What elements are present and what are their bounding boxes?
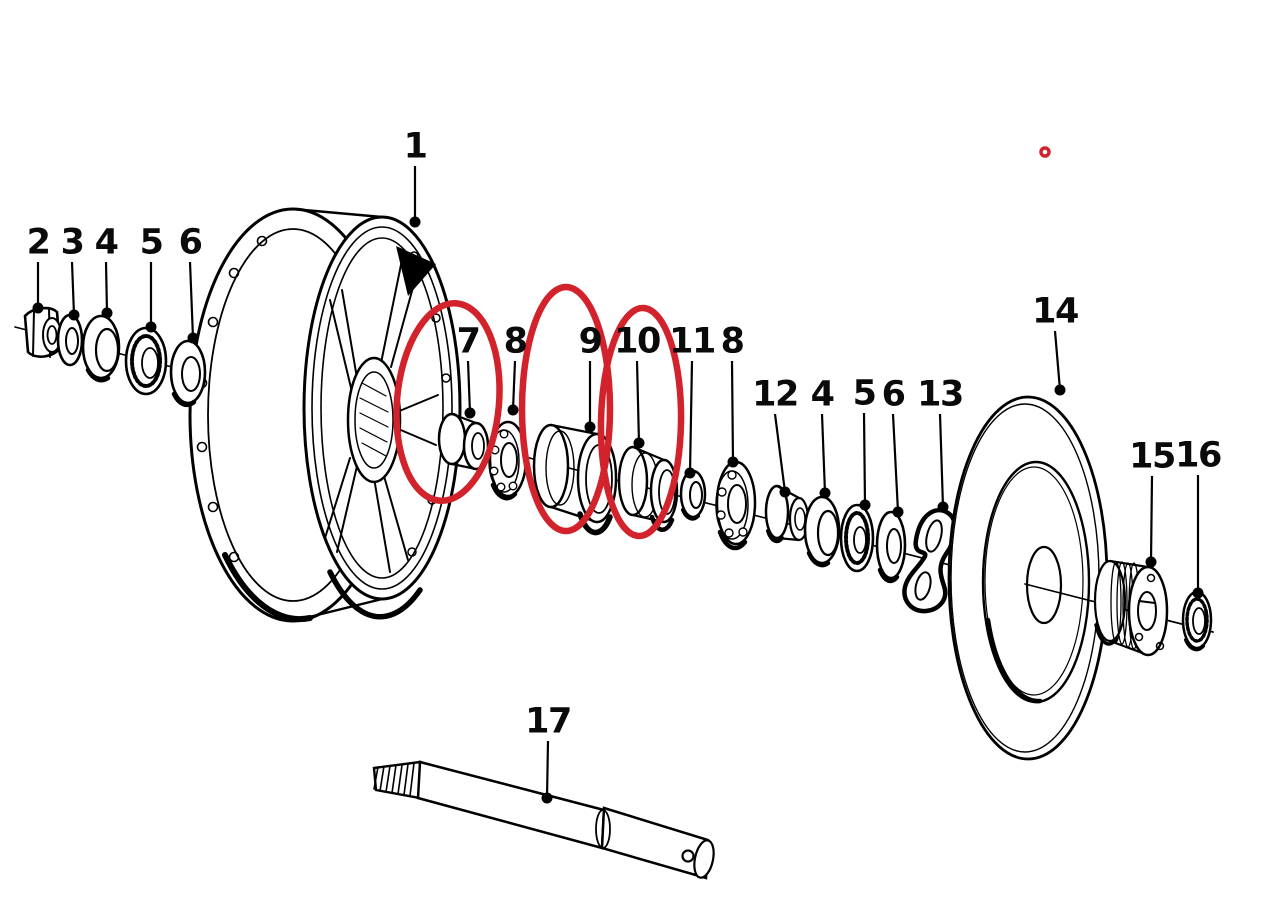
part-label-13: 13 — [917, 374, 964, 415]
leader-dot-4 — [819, 487, 831, 499]
leader-dot-4 — [101, 307, 113, 319]
part-label-8: 8 — [503, 321, 528, 362]
part-label-4: 4 — [94, 222, 119, 263]
leader-dot-17 — [541, 792, 553, 804]
part-label-11: 11 — [669, 321, 716, 362]
part-label-17: 17 — [525, 701, 572, 742]
part-label-6: 6 — [178, 222, 203, 263]
leader-line-4 — [820, 413, 827, 494]
leader-dot-14 — [1054, 384, 1066, 396]
highlight-ellipse-3 — [597, 304, 685, 540]
leader-line-11 — [688, 360, 694, 474]
part-label-16: 16 — [1175, 435, 1222, 476]
leader-line-7 — [466, 360, 472, 414]
wheel-hub-drawing — [188, 207, 462, 623]
leader-line-6 — [188, 261, 195, 339]
part-label-15: 15 — [1129, 436, 1176, 477]
leader-dot-13 — [937, 501, 949, 513]
leader-dot-7 — [464, 407, 476, 419]
part-label-4: 4 — [810, 374, 835, 415]
lock-washer-5-drawing — [124, 326, 168, 396]
leader-dot-5 — [145, 321, 157, 333]
leader-line-4 — [104, 261, 109, 314]
washer-6b-drawing — [875, 510, 907, 584]
leader-dot-15 — [1145, 556, 1157, 568]
leader-dot-12 — [779, 486, 791, 498]
axle-shaft-17-drawing — [372, 760, 715, 880]
leader-dot-10 — [633, 437, 645, 449]
leader-line-8 — [730, 360, 735, 463]
highlight-ellipse-2 — [518, 283, 614, 535]
washer-6-drawing — [169, 339, 207, 408]
leader-line-14 — [1053, 330, 1062, 391]
leader-dot-8 — [507, 404, 519, 416]
ring-4b-drawing — [803, 495, 841, 568]
part-label-9: 9 — [578, 321, 603, 362]
leader-line-17 — [545, 740, 550, 799]
leader-line-8 — [511, 360, 517, 411]
part-label-3: 3 — [60, 222, 85, 263]
leader-line-13 — [938, 413, 945, 508]
callout-layer — [32, 166, 1204, 804]
part-label-10: 10 — [614, 321, 661, 362]
part-label-12: 12 — [752, 374, 799, 415]
leader-line-10 — [635, 360, 641, 444]
leader-dot-11 — [684, 467, 696, 479]
leader-line-6 — [891, 413, 900, 513]
splined-nut-16-drawing — [1181, 590, 1213, 652]
part-label-5: 5 — [852, 373, 877, 414]
bushing-7-drawing — [437, 412, 490, 471]
part-label-8: 8 — [720, 321, 745, 362]
leader-dot-6 — [187, 332, 199, 344]
part-label-5: 5 — [139, 222, 164, 263]
leader-dot-16 — [1192, 587, 1204, 599]
tab-washer-13-drawing — [902, 507, 958, 614]
leader-dot-5 — [859, 499, 871, 511]
part-label-1: 1 — [403, 126, 428, 167]
leader-line-15 — [1149, 475, 1154, 563]
leader-dot-1 — [409, 216, 421, 228]
leader-line-12 — [773, 413, 787, 493]
red-dot-marker — [1039, 146, 1051, 158]
ring-4-drawing — [81, 314, 121, 383]
spacer-12-drawing — [764, 484, 810, 544]
leader-dot-6 — [892, 506, 904, 518]
leader-line-3 — [70, 261, 76, 316]
part-label-14: 14 — [1032, 291, 1079, 332]
part-label-2: 2 — [26, 222, 51, 263]
highlight-ellipse-1 — [393, 300, 503, 504]
leader-dot-9 — [584, 421, 596, 433]
leader-dot-2 — [32, 302, 44, 314]
leader-dot-8 — [727, 456, 739, 468]
leader-dot-3 — [68, 309, 80, 321]
part-label-6: 6 — [881, 374, 906, 415]
part-label-7: 7 — [456, 321, 481, 362]
spacer-sleeve-10-drawing — [617, 445, 679, 532]
hex-nut-drawing — [23, 306, 62, 358]
highlight-layer — [393, 146, 1051, 540]
drive-hub-15-drawing — [1093, 559, 1169, 657]
leader-line-5 — [862, 412, 867, 506]
lock-washer-5b-drawing — [839, 503, 875, 573]
